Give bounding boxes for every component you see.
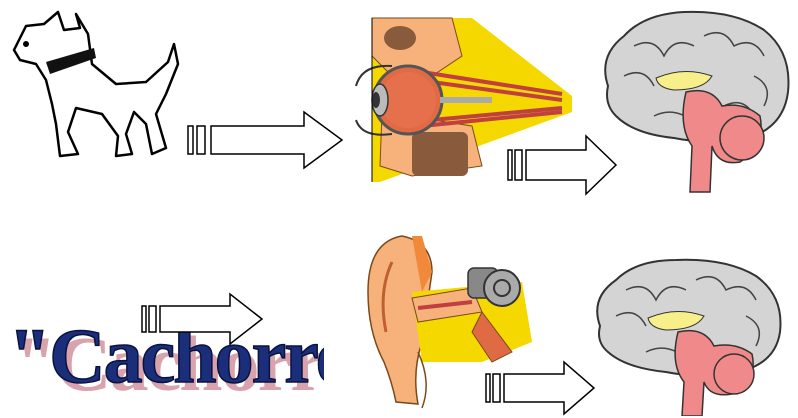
arrow-word-to-ear	[140, 292, 266, 346]
brain-icon	[594, 6, 794, 196]
arrow-ear-to-brain	[484, 360, 598, 418]
brain-icon	[586, 256, 786, 416]
arrow-dog-to-eye	[186, 108, 346, 172]
dog-icon	[6, 4, 186, 164]
